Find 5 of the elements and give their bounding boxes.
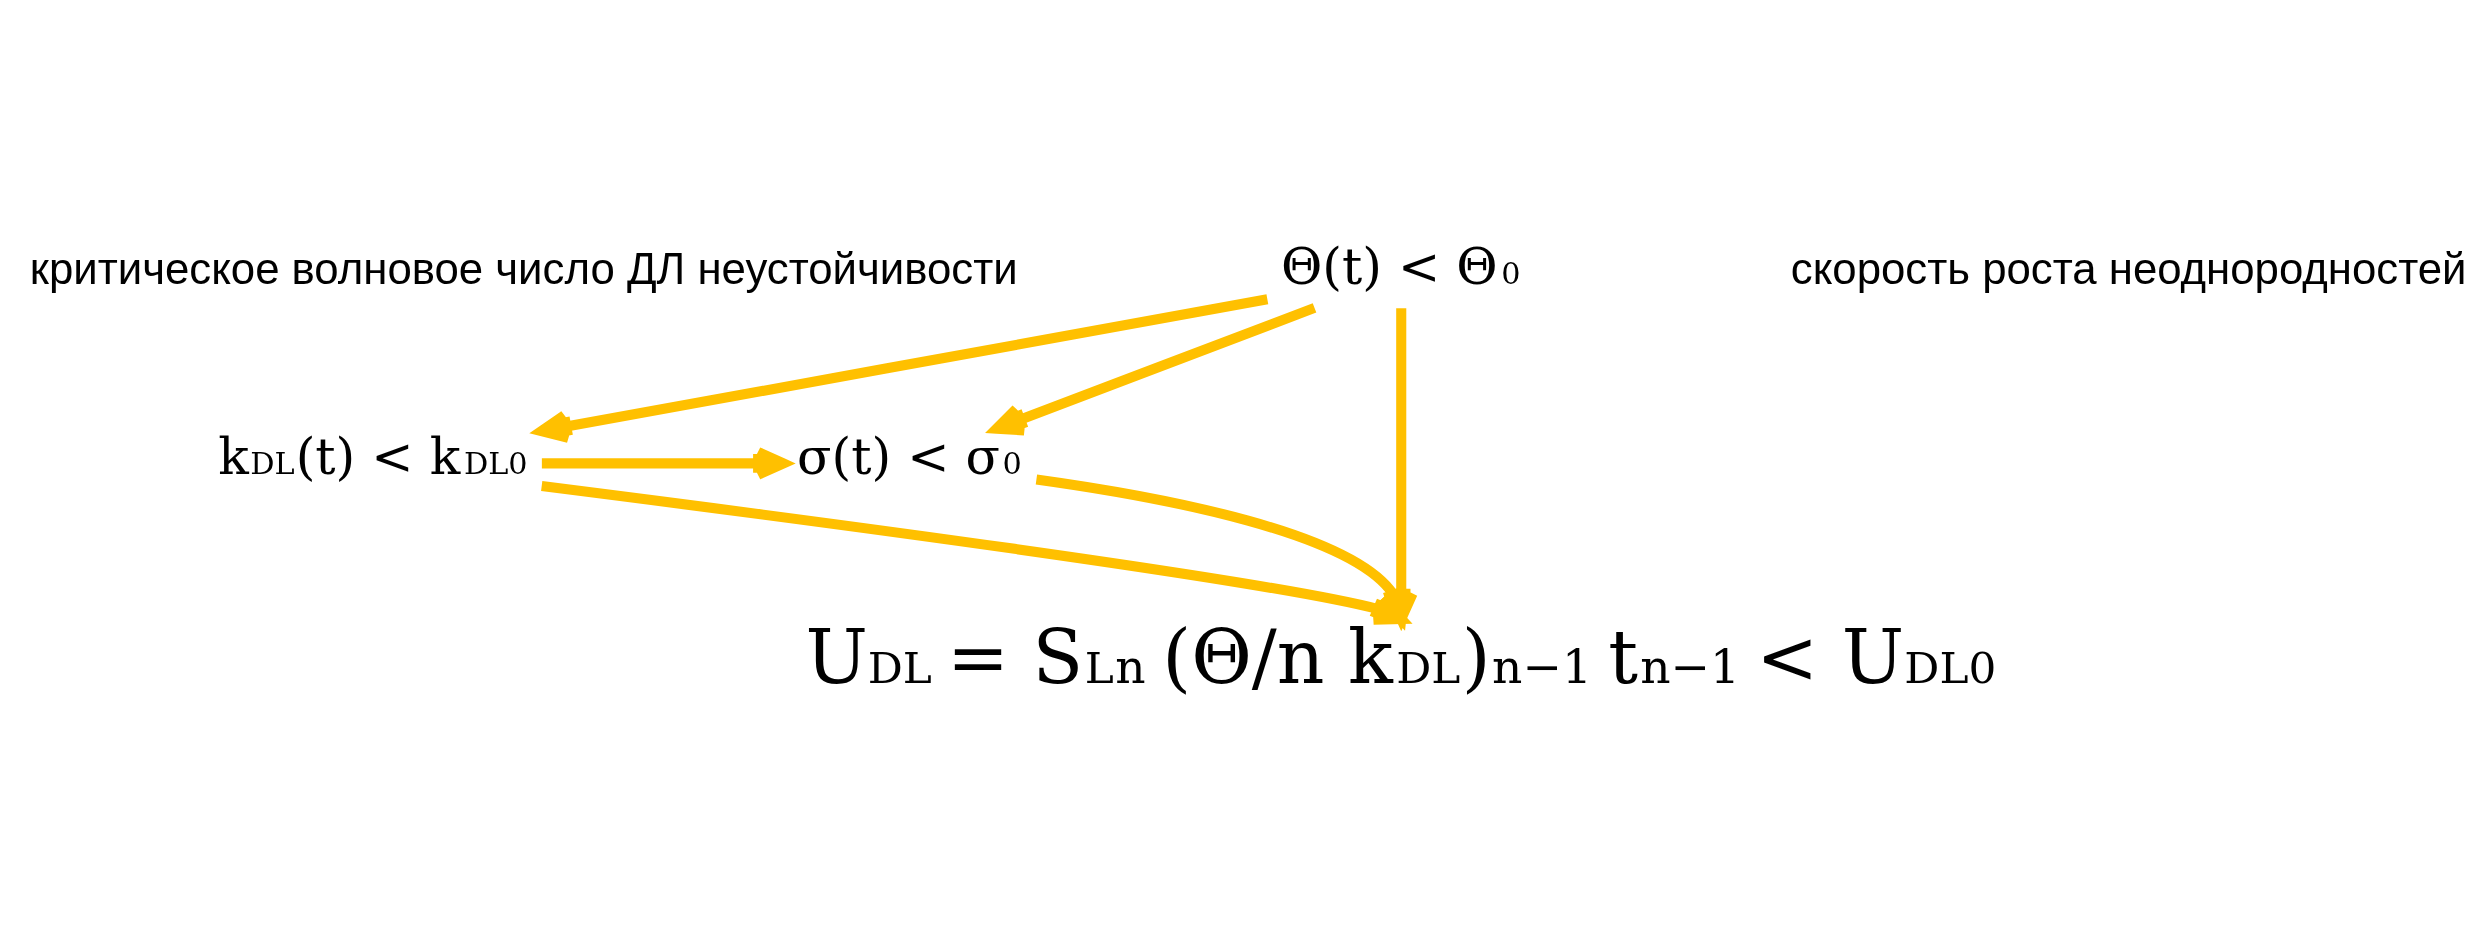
label: скорость роста неоднородностей: [1790, 243, 2467, 293]
node-text: σ(t) < σ0: [797, 426, 1022, 486]
node-text: UDL = SLn (Θ/n kDL)n−1 tn−1 < UDL0: [805, 613, 1997, 700]
label: критическое волновое число ДЛ неустойчивости: [29, 243, 1018, 293]
node-text: kDL(t) < kDL0: [218, 426, 528, 486]
